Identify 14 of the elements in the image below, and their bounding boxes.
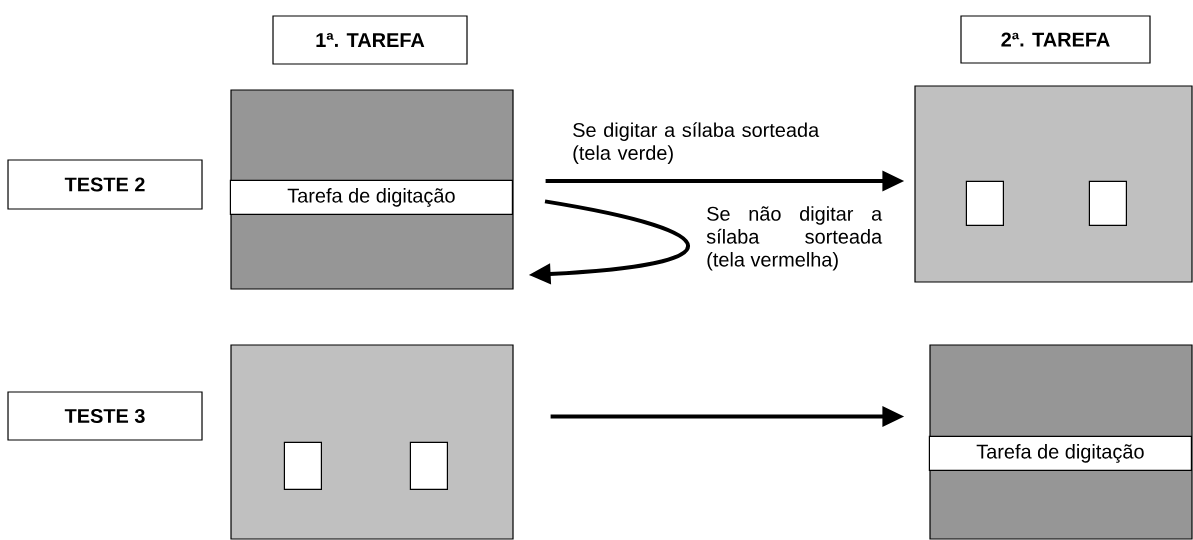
test-label-box: TESTE 2 (7, 159, 203, 210)
empty-box (409, 441, 448, 490)
text-band: Tarefa de digitação (928, 435, 1192, 471)
test-label-box: TESTE 3 (7, 391, 203, 441)
heading-box: 2ª. TAREFA (960, 15, 1151, 64)
edge-label: Se não digitar a sílaba sorteada (tela vermelha) (706, 206, 883, 271)
empty-box (283, 441, 322, 490)
screen-panel (914, 85, 1193, 283)
text-band: Tarefa de digitação (229, 179, 513, 215)
edge-label: Se digitar a sílaba sorteada (tela verde) (573, 122, 820, 164)
empty-box (965, 180, 1004, 226)
heading-box: 1ª. TAREFA (272, 15, 468, 65)
screen-panel (230, 344, 514, 540)
empty-box (1088, 180, 1127, 226)
